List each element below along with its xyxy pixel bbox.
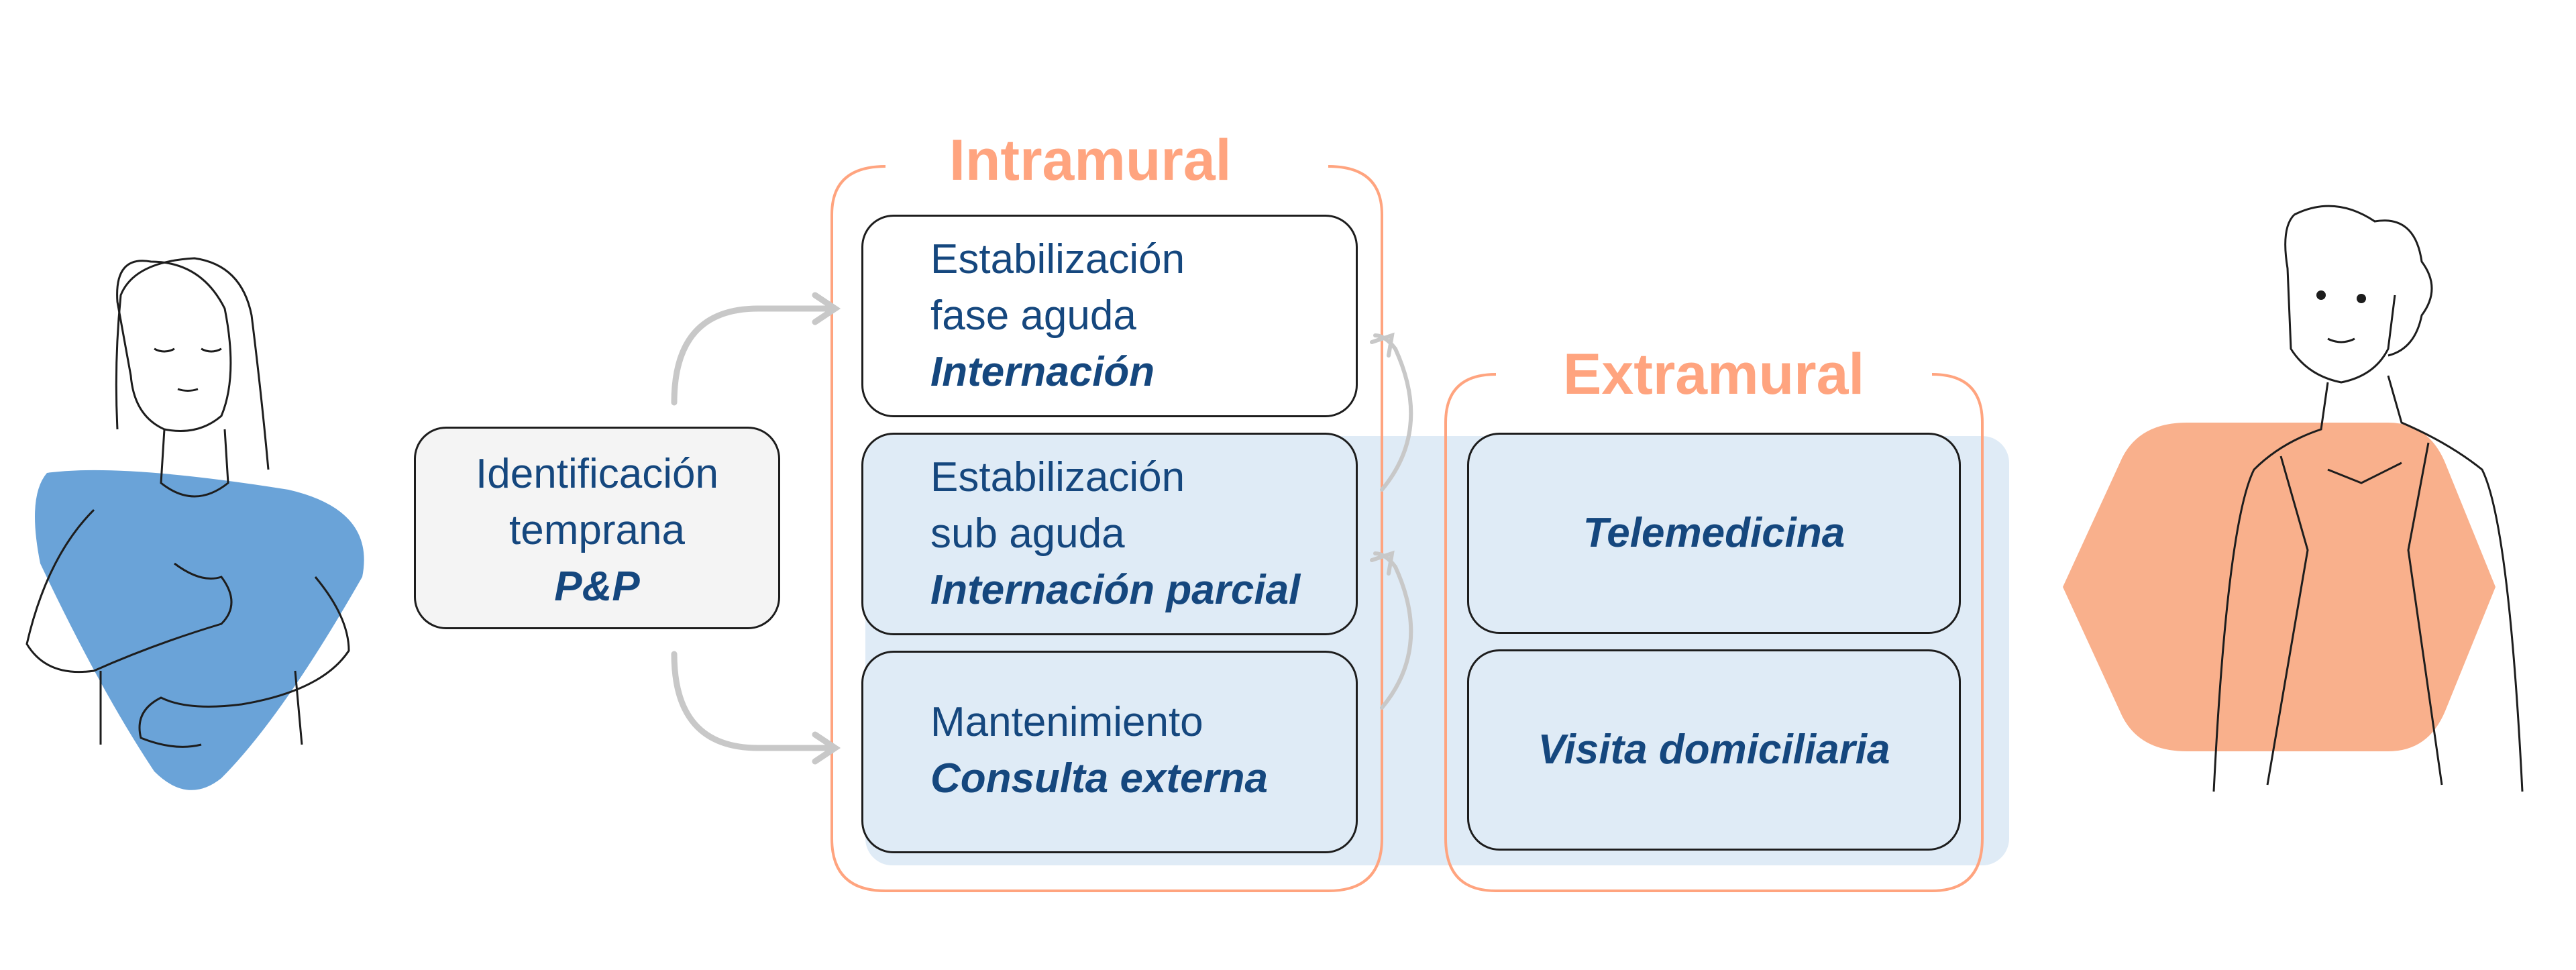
arrow-to-maintenance: [671, 651, 832, 751]
identification-bold: P&P: [554, 563, 640, 610]
extramural-label: Extramural: [1563, 342, 1865, 407]
stage-subacute-bold: Internación parcial: [930, 567, 1301, 613]
stage-acute-line1: Estabilización: [930, 236, 1185, 282]
stage-acute-line2: fase aguda: [930, 292, 1136, 339]
identification-box: Identificación temprana P&P: [414, 427, 780, 629]
patient-woman-icon: [25, 257, 364, 790]
doctor-man-icon: [2063, 205, 2524, 792]
identification-line2: temprana: [509, 507, 685, 553]
arrow-to-acute: [671, 305, 832, 406]
return-arrows: [1370, 332, 1413, 710]
stage-subacute-line1: Estabilización: [930, 454, 1185, 500]
home-visit-box: Visita domiciliaria: [1467, 649, 1961, 851]
extramural-frame: [1444, 373, 1984, 892]
stage-subacute-box: Estabilización sub aguda Internación par…: [861, 433, 1358, 635]
stage-maintenance-box: Mantenimiento Consulta externa: [861, 651, 1358, 853]
intramural-frame: [830, 165, 1383, 892]
home-visit-label: Visita domiciliaria: [1538, 726, 1890, 773]
telemedicine-box: Telemedicina: [1467, 433, 1961, 634]
stage-maintenance-line1: Mantenimiento: [930, 699, 1203, 745]
arrow-to-maintenance-head: [812, 731, 841, 765]
telemedicine-label: Telemedicina: [1582, 510, 1845, 556]
stage-subacute-line2: sub aguda: [930, 510, 1125, 557]
identification-line1: Identificación: [476, 451, 718, 497]
arrow-to-acute-head: [812, 292, 841, 325]
stage-acute-box: Estabilización fase aguda Internación: [861, 215, 1358, 417]
flow-arrows: [671, 292, 841, 765]
stage-acute-bold: Internación: [930, 349, 1155, 395]
intramural-label: Intramural: [949, 128, 1232, 193]
stage-maintenance-bold: Consulta externa: [930, 755, 1269, 802]
